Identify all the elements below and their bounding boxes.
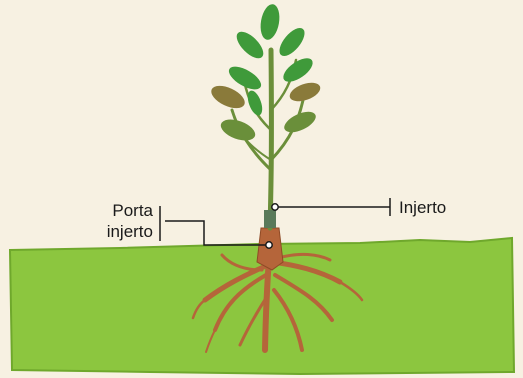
rootstock-pointer-dot bbox=[266, 242, 272, 248]
rootstock-label-line2: injerto bbox=[73, 221, 153, 242]
rootstock-stump bbox=[257, 228, 283, 270]
rootstock-label-line1: Porta bbox=[73, 200, 153, 221]
graft-union bbox=[264, 210, 276, 228]
rootstock-label: Porta injerto bbox=[73, 200, 153, 242]
rootstock-leader-path bbox=[165, 221, 268, 245]
graft-label: Injerto bbox=[399, 197, 446, 218]
graft-pointer-dot bbox=[272, 204, 278, 210]
